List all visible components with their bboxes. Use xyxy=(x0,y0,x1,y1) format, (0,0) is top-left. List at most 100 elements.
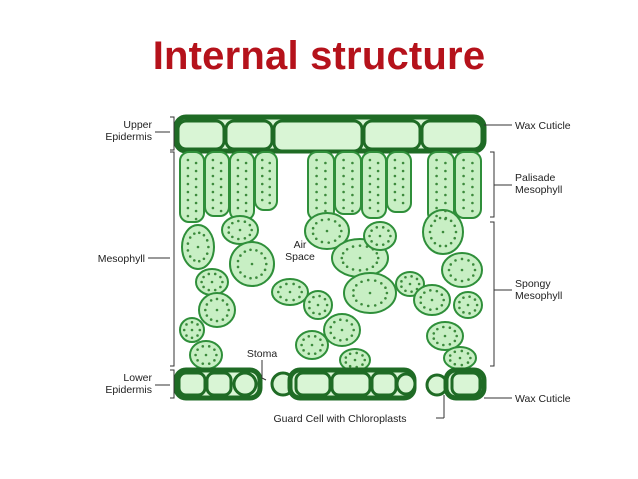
chloroplast-dot xyxy=(219,185,223,189)
chloroplast-dot xyxy=(462,198,465,202)
chloroplast-dot xyxy=(401,169,405,173)
chloroplast-dot xyxy=(442,343,445,347)
chloroplast-dot xyxy=(355,299,358,302)
chloroplast-dot xyxy=(244,209,248,213)
chloroplast-dot xyxy=(363,358,367,362)
chloroplast-dot xyxy=(198,328,202,332)
chloroplast-dot xyxy=(323,309,327,313)
chloroplast-dot xyxy=(448,359,452,362)
chloroplast-dot xyxy=(368,158,372,162)
chloroplast-dot xyxy=(333,336,336,340)
chloroplast-dot xyxy=(460,257,464,261)
chloroplast-dot xyxy=(376,185,380,189)
chloroplast-dot xyxy=(207,345,211,348)
chloroplast-dot xyxy=(408,282,412,286)
chloroplast-dot xyxy=(376,169,380,173)
chloroplast-dot xyxy=(221,299,225,302)
chloroplast-dot xyxy=(444,244,448,248)
chloroplast-dot xyxy=(444,201,447,205)
chloroplast-dot xyxy=(202,257,206,261)
chloroplast-dot xyxy=(190,320,194,324)
chloroplast-dot xyxy=(194,177,198,181)
chloroplast-dot xyxy=(448,342,452,346)
epidermis-cell xyxy=(420,119,484,151)
chloroplast-dot xyxy=(436,341,439,345)
chloroplast-dot xyxy=(201,362,205,365)
label-wax-cuticle-top: Wax Cuticle xyxy=(515,120,571,132)
chloroplast-dot xyxy=(268,177,272,181)
chloroplast-dot xyxy=(410,290,413,293)
chloroplast-dot xyxy=(211,198,215,202)
chloroplast-dot xyxy=(329,331,333,335)
chloroplast-dot xyxy=(471,263,475,266)
chloroplast-dot xyxy=(415,277,419,281)
chloroplast-dot xyxy=(320,218,324,222)
chloroplast-dot xyxy=(186,242,190,245)
chloroplast-dot xyxy=(384,286,387,290)
chloroplast-dot xyxy=(211,174,215,178)
chloroplast-dot xyxy=(236,158,240,162)
chloroplast-dot xyxy=(429,224,433,228)
chloroplast-dot xyxy=(455,334,459,338)
chloroplast-dot xyxy=(231,235,234,239)
chloroplast-dot xyxy=(471,177,474,181)
chloroplast-dot xyxy=(215,308,219,312)
chloroplast-dot xyxy=(371,265,375,269)
chloroplast-dot xyxy=(415,287,419,291)
chloroplast-dot xyxy=(341,251,345,255)
chloroplast-dot xyxy=(318,294,321,298)
label-palisade-2: Mesophyll xyxy=(515,184,562,196)
chloroplast-dot xyxy=(401,185,405,189)
chloroplast-dot xyxy=(433,219,437,223)
chloroplast-dot xyxy=(471,274,475,277)
chloroplast-dot xyxy=(430,298,434,302)
chloroplast-dot xyxy=(342,166,345,170)
page-title: Internal structure xyxy=(152,34,486,78)
chloroplast-dot xyxy=(338,235,341,238)
chloroplast-dot xyxy=(419,301,423,305)
chloroplast-dot xyxy=(341,261,345,265)
chloroplast-dot xyxy=(344,356,348,359)
chloroplast-dot xyxy=(260,182,264,186)
chloroplast-dot xyxy=(351,245,355,248)
chloroplast-dot xyxy=(466,352,470,355)
chloroplast-dot xyxy=(279,295,282,299)
chloroplast-dot xyxy=(435,174,438,178)
epidermis-cell xyxy=(177,371,207,397)
chloroplast-dot xyxy=(366,278,370,282)
chloroplast-dot xyxy=(442,298,446,302)
chloroplast-dot xyxy=(342,174,345,178)
chloroplast-dot xyxy=(311,232,315,236)
chloroplast-dot xyxy=(193,232,196,235)
chloroplast-dot xyxy=(324,177,327,181)
chloroplast-dot xyxy=(204,353,208,357)
chloroplast-dot xyxy=(351,161,354,165)
chloroplast-dot xyxy=(221,318,225,321)
chloroplast-dot xyxy=(462,296,465,299)
label-wax-cuticle-bottom: Wax Cuticle xyxy=(515,393,571,405)
chloroplast-dot xyxy=(393,182,397,186)
chloroplast-dot xyxy=(215,353,218,357)
chloroplast-dot xyxy=(368,198,372,202)
chloroplast-dot xyxy=(196,348,199,351)
chloroplast-dot xyxy=(236,182,240,186)
chloroplast-dot xyxy=(225,314,229,317)
chloroplast-dot xyxy=(438,244,442,248)
chloroplast-dot xyxy=(207,288,211,292)
chloroplast-dot xyxy=(458,356,462,360)
chloroplast-dot xyxy=(444,216,448,220)
chloroplast-dot xyxy=(221,280,224,284)
chloroplast-dot xyxy=(260,190,264,194)
chloroplast-dot xyxy=(345,265,349,269)
chloroplast-dot xyxy=(471,209,474,213)
epidermis-cell xyxy=(362,119,422,151)
chloroplast-dot xyxy=(471,185,474,189)
chloroplast-dot xyxy=(248,223,252,227)
chloroplast-dot xyxy=(298,285,301,289)
chloroplast-dot xyxy=(250,228,253,232)
chloroplast-dot xyxy=(194,209,198,213)
upper-epidermis xyxy=(173,114,487,154)
chloroplast-dot xyxy=(475,303,479,307)
chloroplast-dot xyxy=(279,285,282,289)
chloroplast-dot xyxy=(316,303,320,307)
